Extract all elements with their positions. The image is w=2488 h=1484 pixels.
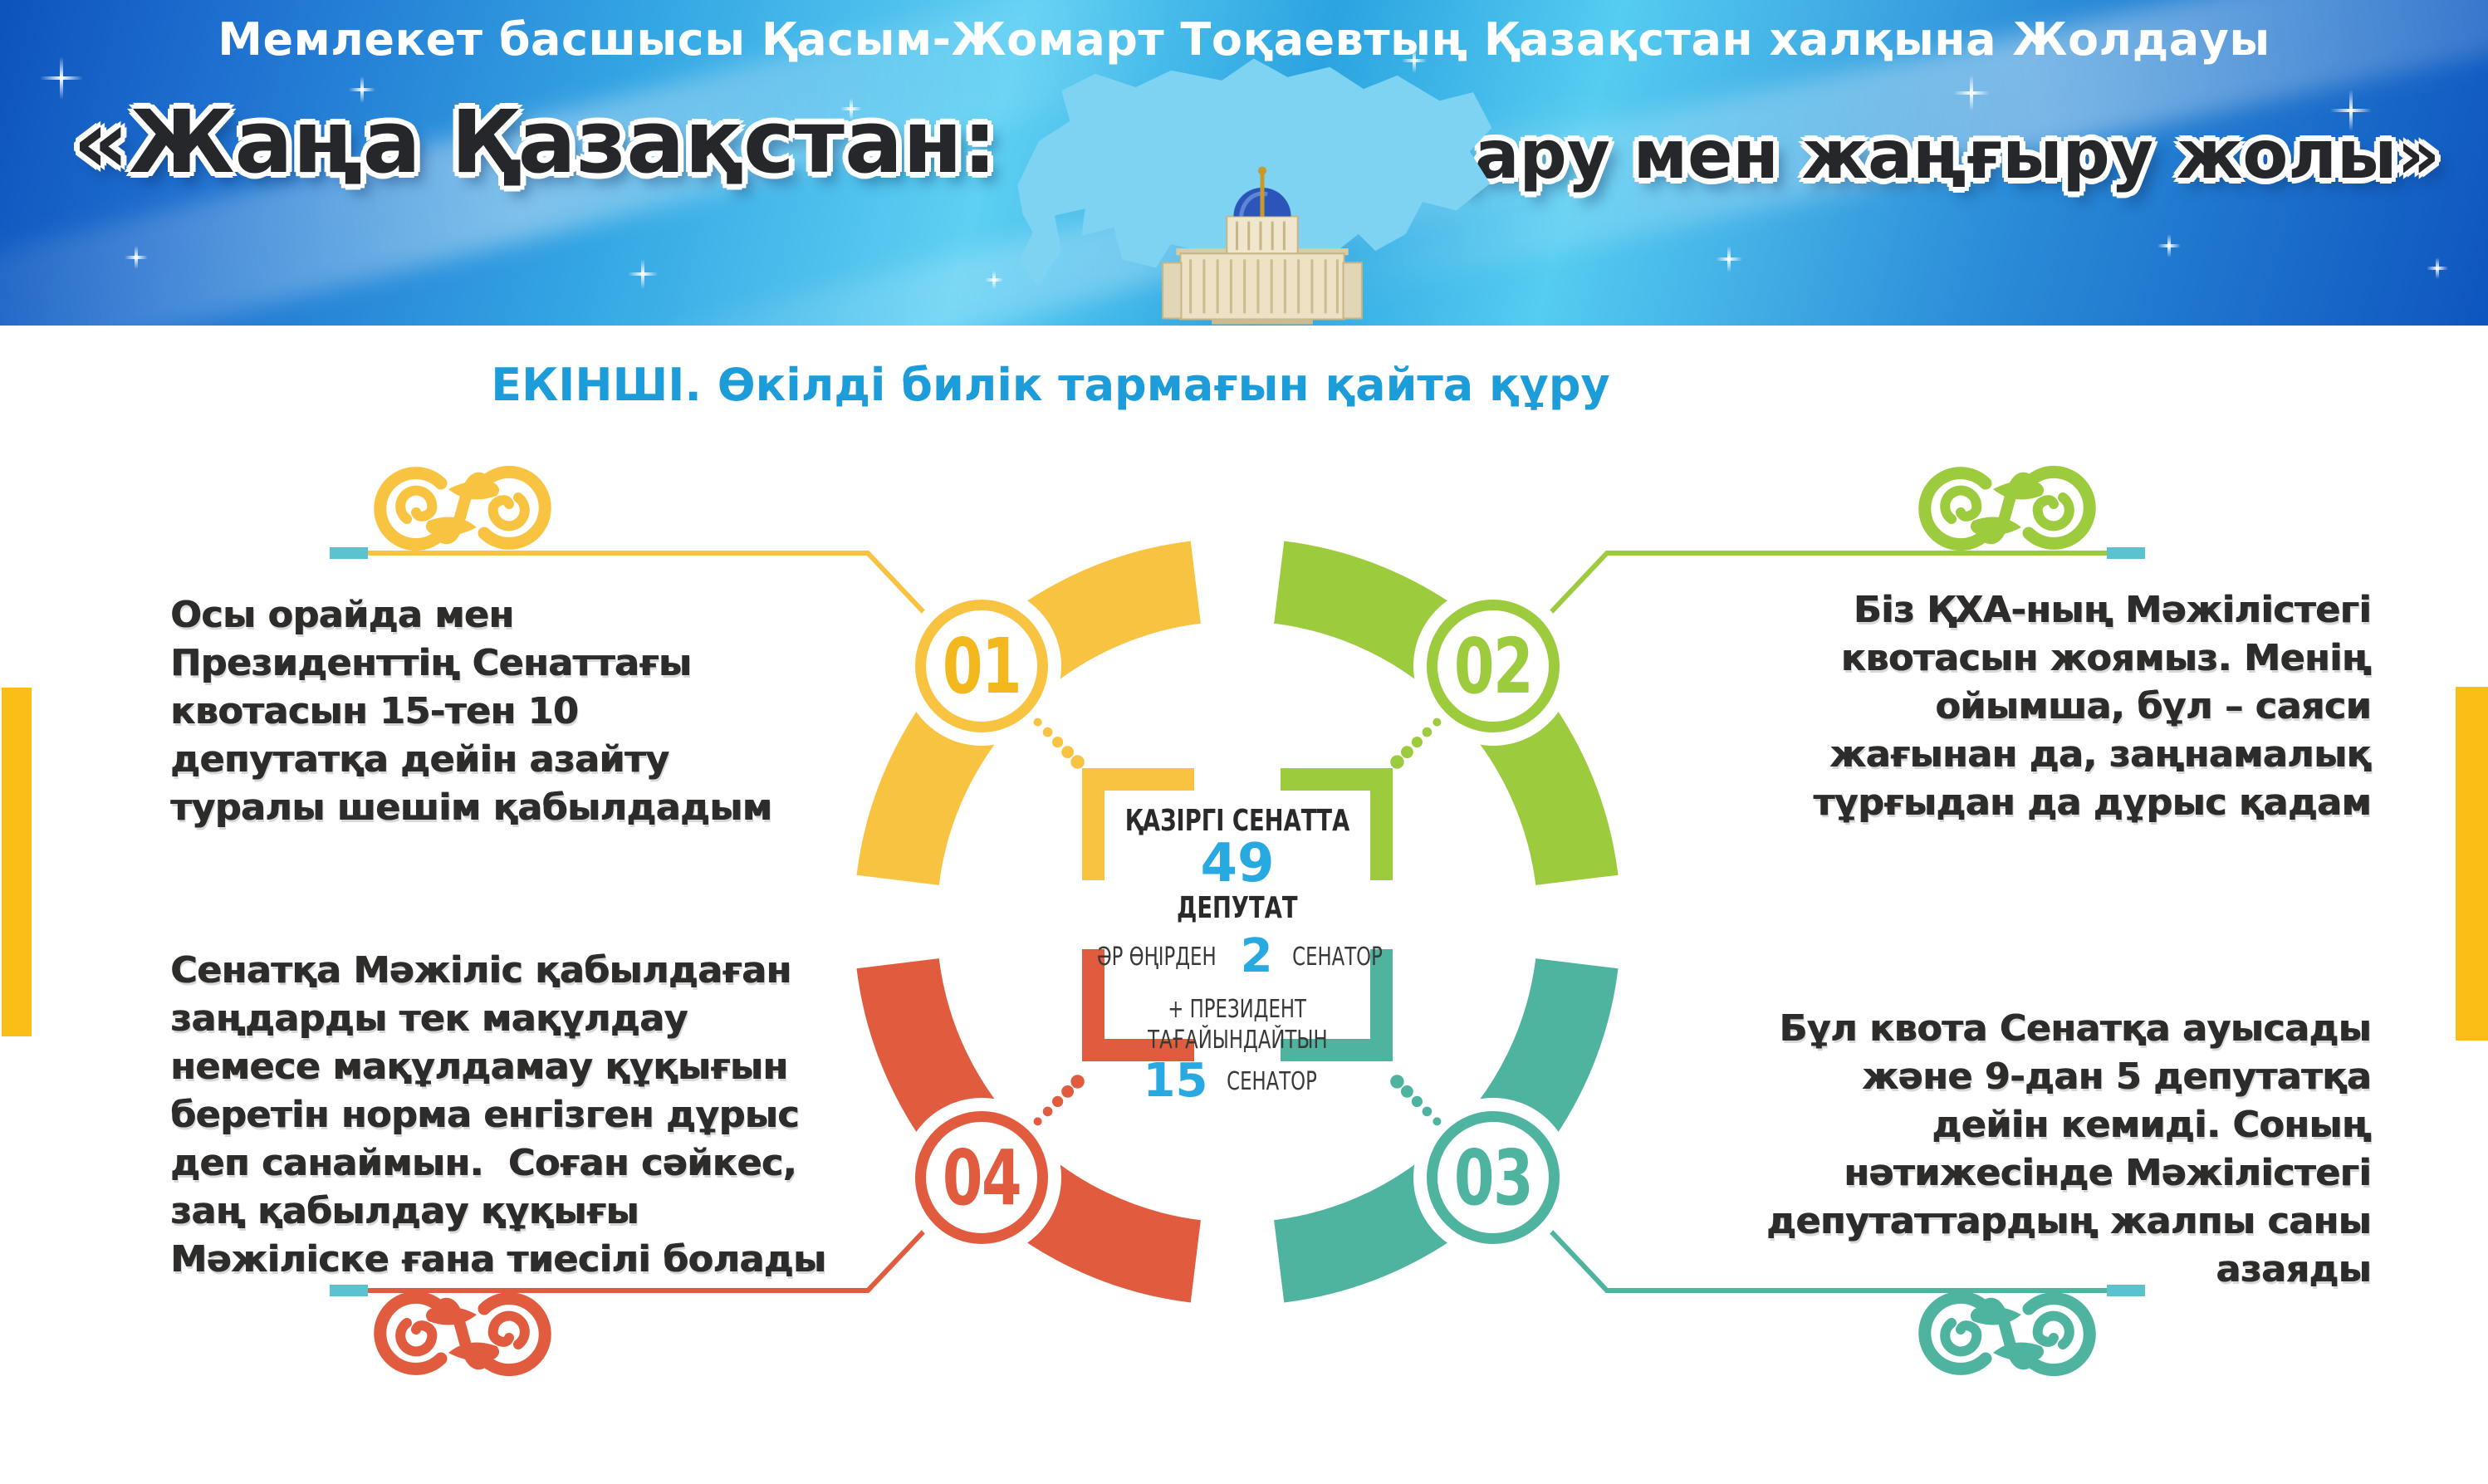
sparkle-icon — [125, 246, 148, 269]
step-number-04: 04 — [942, 1133, 1022, 1222]
left-accent-bar — [2, 688, 32, 1036]
center-stats: ҚАЗІРГІ СЕНАТТА 49 ДЕПУТАТ ӘР ӨҢІРДЕН 2 … — [1084, 791, 1391, 1108]
center-line1: ҚАЗІРГІ СЕНАТТА — [1124, 804, 1350, 838]
header-kicker: Мемлекет басшысы Қасым-Жомарт Тоқаевтың … — [218, 13, 2270, 66]
step-number-02: 02 — [1453, 621, 1534, 711]
appointed-number: 15 — [1143, 1054, 1208, 1108]
quote-block-02: Біз ҚХА-ның Мәжілістегі квотасын жоямыз.… — [1813, 589, 2371, 824]
sparkle-icon — [2427, 257, 2448, 279]
center-line3: ӘР ӨҢІРДЕН 2 СЕНАТОР — [1097, 929, 1383, 983]
center-line6: 15 СЕНАТОР — [1143, 1054, 1318, 1108]
sparkle-icon — [1716, 246, 1742, 272]
quote-block-03: Бұл квота Сенатқа ауысады және 9-дан 5 д… — [1766, 1007, 2371, 1291]
step-number-03: 03 — [1453, 1133, 1534, 1222]
kazakh-ornament-icon — [1925, 1297, 2089, 1369]
center-line5: ТАҒАЙЫНДАЙТЫН — [1147, 1026, 1328, 1055]
right-accent-bar — [2456, 687, 2488, 1041]
kazakh-ornament-icon — [380, 472, 545, 544]
step-number-01: 01 — [942, 621, 1022, 711]
per-region-number: 2 — [1240, 929, 1273, 983]
senate-total-number: 49 — [1200, 833, 1275, 894]
center-line2: ДЕПУТАТ — [1177, 891, 1298, 925]
kazakh-ornament-icon — [380, 1297, 545, 1369]
section-subtitle: ЕКІНШІ. Өкілді билік тармағын қайта құру — [491, 359, 1610, 411]
center-line4: + ПРЕЗИДЕНТ — [1168, 995, 1307, 1024]
akorda-palace-icon — [1162, 166, 1363, 325]
kazakhstan-map — [1017, 58, 1492, 325]
sparkle-icon — [628, 259, 658, 289]
main-title-left: «Жаңа Қазақстан: — [73, 91, 997, 193]
quote-block-01: Осы орайда мен Президенттің Сенаттағы кв… — [170, 594, 772, 829]
sparkle-icon — [1953, 75, 1990, 111]
header-banner: Мемлекет басшысы Қасым-Жомарт Тоқаевтың … — [0, 0, 2488, 326]
sparkle-icon — [2157, 234, 2181, 257]
kazakh-ornament-icon — [1925, 472, 2089, 544]
quote-block-04: Сенатқа Мәжіліс қабылдаған заңдарды тек … — [170, 949, 826, 1281]
kazakhstan-silhouette — [1017, 58, 1492, 297]
